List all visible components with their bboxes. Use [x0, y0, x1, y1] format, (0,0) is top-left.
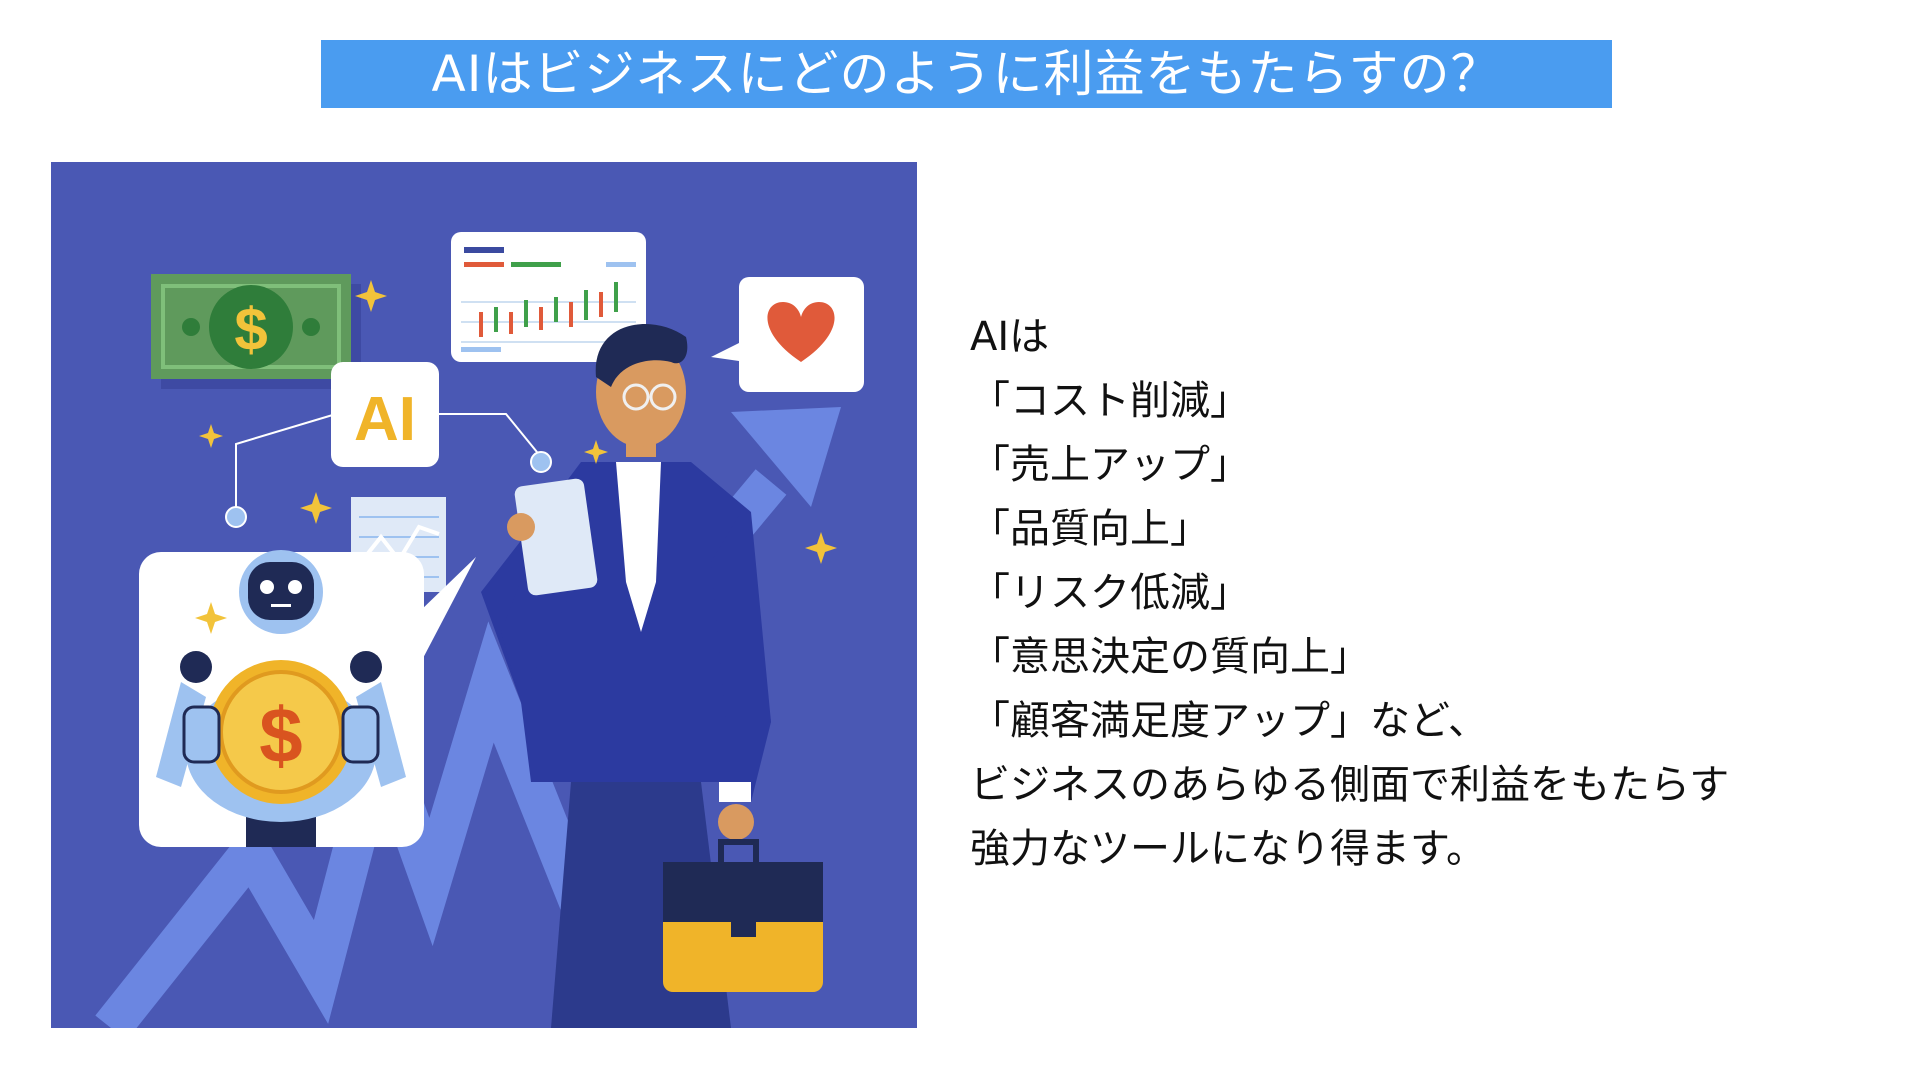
sparkle-icons [195, 280, 837, 634]
businessman-figure [481, 324, 823, 1028]
body-line: 強力なツールになり得ます。 [970, 826, 1486, 872]
ai-badge-label: AI [354, 385, 416, 454]
bill-dollar-sign: $ [234, 296, 267, 363]
robot-hands [182, 705, 380, 764]
slide-body-text: AIは 「コスト削減」 「売上アップ」 「品質向上」 「リスク低減」 「意思決定… [970, 305, 1870, 881]
coin-dollar-sign: $ [259, 691, 302, 779]
slide-title: AIはビジネスにどのように利益をもたらすの？ [321, 40, 1612, 108]
body-line: 「意思決定の質向上」 [970, 634, 1370, 680]
body-line: 「売上アップ」 [970, 442, 1250, 488]
body-line: 「品質向上」 [970, 506, 1210, 552]
stock-chart-card [451, 232, 646, 362]
body-line: 「リスク低減」 [970, 570, 1250, 616]
body-line: 「コスト削減」 [970, 378, 1250, 424]
body-line: ビジネスのあらゆる側面で利益をもたらす [970, 762, 1730, 808]
gold-coin-icon: $ [209, 660, 353, 804]
glasses-icon [622, 383, 650, 411]
body-line: 「顧客満足度アップ」など、 [970, 698, 1488, 744]
body-line: AIは [970, 314, 1050, 360]
tablet-icon [514, 478, 598, 596]
ai-business-illustration: $ [51, 162, 917, 1028]
heart-icon [767, 302, 835, 362]
briefcase-icon [663, 839, 823, 992]
ai-badge: AI [225, 362, 552, 528]
heart-speech-bubble [711, 277, 864, 392]
money-bill-icon: $ [151, 274, 361, 389]
